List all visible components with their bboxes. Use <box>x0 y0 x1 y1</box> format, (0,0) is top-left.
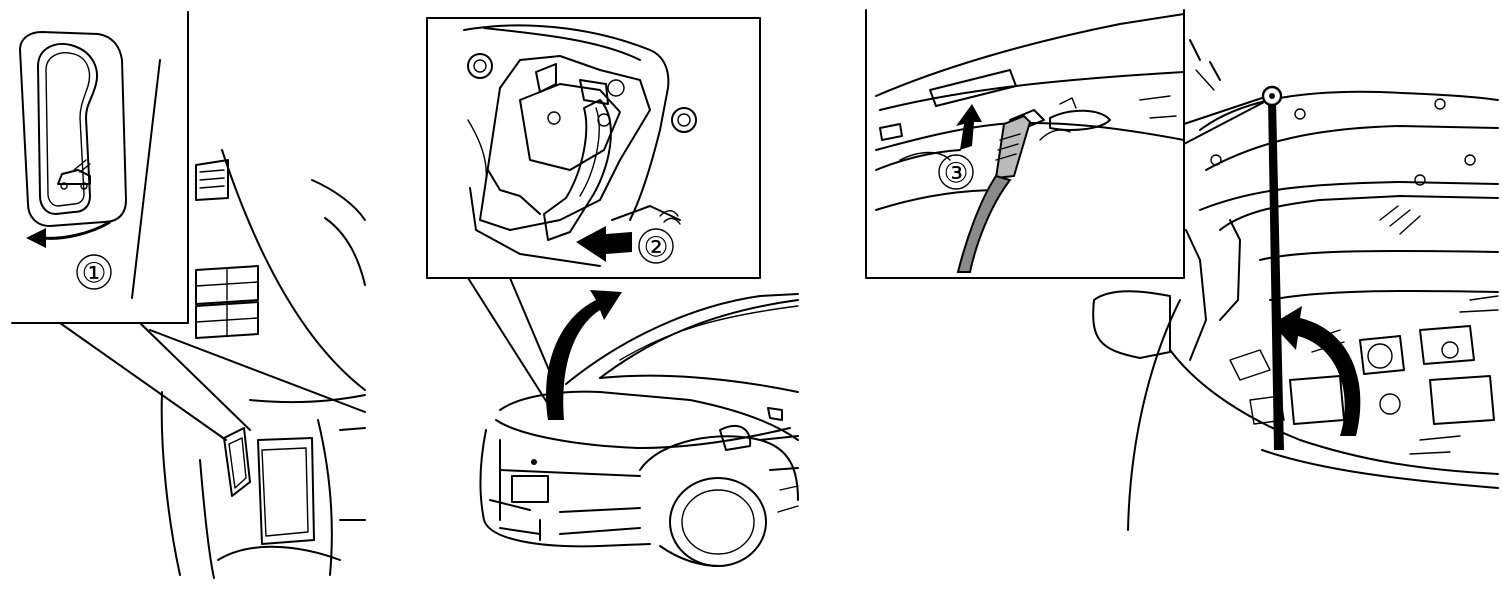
step-3-label: ③ <box>943 157 968 190</box>
panel-3-support-rod: ③ <box>865 9 1499 531</box>
dashboard-interior <box>131 11 366 579</box>
side-mirror <box>1092 290 1171 359</box>
hood-latch-icon <box>463 24 697 267</box>
support-rod-cable <box>956 174 1012 273</box>
callout-lines-2 <box>467 277 561 405</box>
lift-hood-arrow <box>546 290 622 420</box>
callout-lines-1 <box>59 322 251 441</box>
callout-box-2 <box>426 17 761 279</box>
callout-lines-3 <box>1183 95 1269 145</box>
hood-release-lever-icon <box>19 31 127 227</box>
rod-grip <box>994 114 1032 180</box>
callout-box-1 <box>11 11 189 324</box>
panel-2-hood-latch: ② <box>426 17 799 567</box>
step-1-circle <box>76 254 112 290</box>
callout-box-3 <box>865 9 1185 279</box>
headlight <box>719 425 752 451</box>
panel-1-interior-lever: ① <box>11 11 366 579</box>
license-plate <box>511 475 549 503</box>
pull-arrow-1 <box>41 220 111 240</box>
hood-support-rod <box>1268 100 1284 450</box>
hood-release-lever-small <box>223 427 251 497</box>
rod-clip-closeup <box>875 13 1185 273</box>
step-3-circle <box>938 154 974 190</box>
front-wheel <box>669 477 767 567</box>
step-1-label: ① <box>81 257 106 290</box>
push-arrow-3 <box>956 104 982 150</box>
push-arrow-2 <box>576 226 632 262</box>
raise-rod-arrow <box>1272 306 1361 436</box>
step-2-label: ② <box>643 231 668 264</box>
step-2-circle <box>638 228 674 264</box>
car-front-view <box>479 293 799 567</box>
arrow-head-1 <box>26 228 46 248</box>
open-engine-bay <box>1092 39 1499 531</box>
